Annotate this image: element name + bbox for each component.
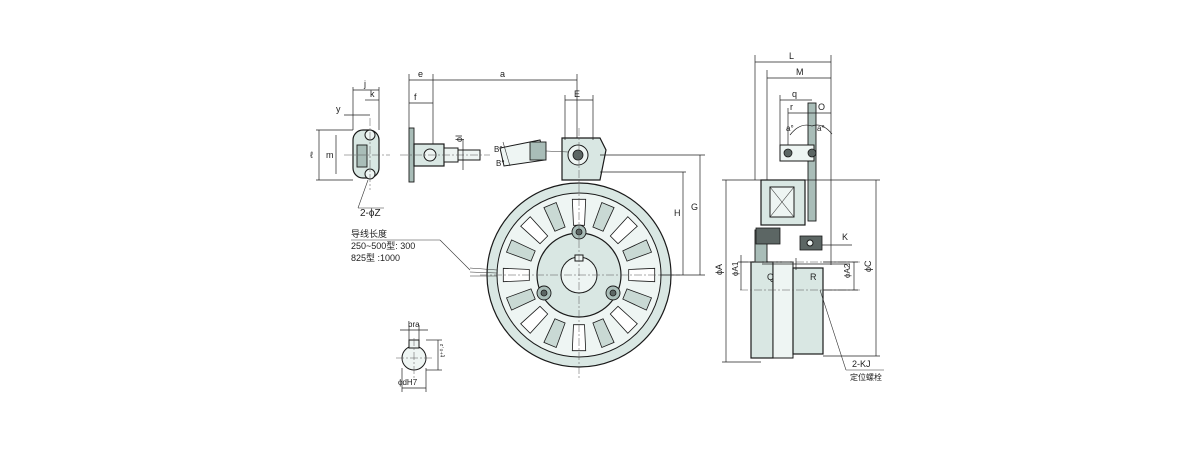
dim-B1: B° (494, 145, 503, 154)
dim-alpha2: a° (817, 124, 825, 133)
disc-slot (622, 239, 653, 262)
label-2-KJ: 2-KJ (852, 359, 871, 369)
lever-plate-detail (344, 118, 390, 190)
dim-phiA: ϕA (714, 264, 724, 275)
dim-Q: Q (767, 272, 774, 282)
dim-R: R (810, 272, 817, 282)
disc-slot (502, 267, 530, 283)
disc-slot (505, 288, 536, 311)
hex-bolts (536, 224, 621, 301)
dim-phiC: ϕC (863, 260, 873, 272)
clevis-detail (400, 127, 490, 183)
dim-t: t⁺⁰·² (439, 343, 447, 357)
dim-H: H (674, 208, 681, 218)
lead-note-title: 导线长度 (351, 228, 387, 239)
brake-front-view (469, 128, 680, 380)
lead-note-line1: 250~500型: 300 (351, 241, 415, 251)
dim-ell: ℓ (310, 150, 314, 160)
dim-M: M (796, 67, 804, 77)
dim-e: e (418, 69, 423, 79)
dim-phiA2: ϕA2 (843, 263, 852, 278)
disc-slots (502, 198, 656, 352)
disc-slot (592, 201, 615, 232)
dim-O: O (818, 102, 825, 112)
dim-K: K (842, 232, 848, 242)
lead-wires (469, 267, 498, 277)
brake-side-view (740, 102, 860, 359)
clevis-dimensions: e f a ϕl (408, 69, 578, 170)
dim-L: L (789, 51, 794, 61)
dim-k: k (370, 89, 375, 99)
lead-note-line2: 825型 :1000 (351, 253, 400, 263)
dim-j: j (363, 79, 366, 89)
side-view-dimensions: L M q r O a° a° K Q R ϕA ϕA1 ϕA2 (714, 51, 884, 382)
disc-slot (543, 318, 566, 349)
disc-slot (592, 318, 615, 349)
dim-a: a (500, 69, 505, 79)
disc-slot (543, 201, 566, 232)
label-2-phiZ: 2-ϕZ (360, 208, 381, 219)
dim-G: G (691, 202, 698, 212)
lead-length-note: 导线长度 250~500型: 300 825型 :1000 (351, 228, 471, 271)
bore-dimensions: bra t⁺⁰·² ϕdH7 (398, 320, 447, 392)
disc-slot (622, 288, 653, 311)
label-positioning-bolt: 定位螺栓 (850, 372, 882, 382)
dim-alpha1: a° (786, 124, 794, 133)
dim-phiA1: ϕA1 (731, 261, 740, 276)
disc-slot (609, 305, 638, 334)
dim-r: r (790, 102, 793, 112)
disc-slot (520, 305, 549, 334)
dim-bra: bra (408, 320, 420, 329)
lever-dimensions: j k y ℓ m 2-ϕZ (310, 79, 384, 219)
disc-slot (505, 239, 536, 262)
dim-f: f (414, 92, 417, 102)
disc-slot (609, 216, 638, 245)
bore-keyway-detail (396, 338, 432, 378)
adjust-rod (499, 139, 569, 167)
front-view-dimensions: E H G B° B° (494, 89, 705, 276)
disc-slot (571, 324, 587, 352)
dim-phi-l: ϕl (454, 135, 464, 142)
dim-phi-d: ϕdH7 (398, 378, 418, 387)
dim-B2: B° (496, 159, 505, 168)
dim-m: m (326, 150, 334, 160)
dim-q: q (792, 89, 797, 99)
dim-E: E (574, 89, 580, 99)
disc-slot (520, 216, 549, 245)
dim-y: y (336, 104, 341, 114)
